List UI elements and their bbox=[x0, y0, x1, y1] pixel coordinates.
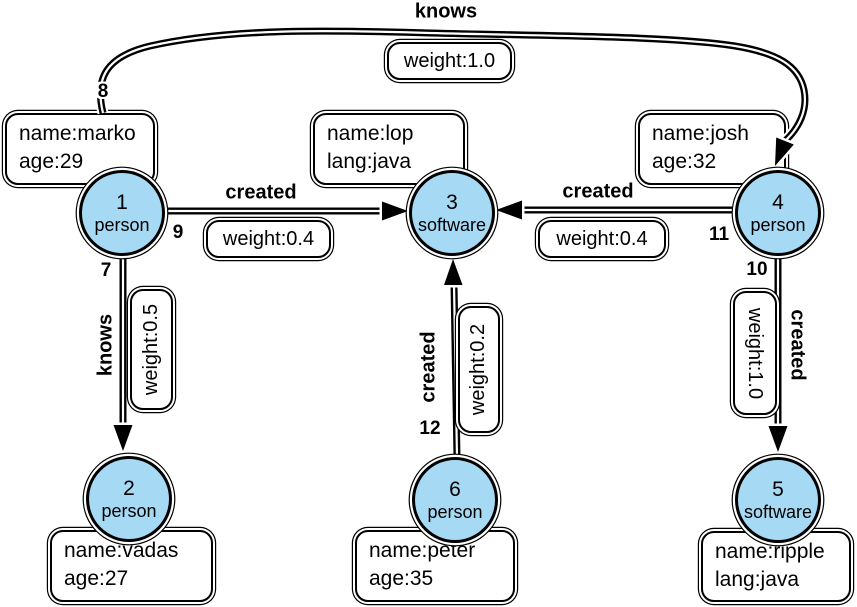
edge-12-weight-box: weight:0.2 bbox=[458, 306, 500, 433]
edge-11-created-line bbox=[488, 196, 737, 224]
node-5-id: 5 bbox=[772, 477, 784, 501]
node-3-type: software bbox=[417, 214, 487, 235]
edge-12-label: created bbox=[417, 331, 440, 403]
edge-12-arrowhead bbox=[440, 251, 467, 288]
node-4-circle: 4 person bbox=[735, 170, 821, 256]
edge-8-arrowhead bbox=[772, 133, 799, 173]
node-6-type: person bbox=[427, 501, 483, 522]
edge-9-id: 9 bbox=[172, 222, 184, 243]
edge-12-id: 12 bbox=[419, 418, 441, 439]
node-1-prop-name: name:marko bbox=[19, 122, 136, 145]
node-3-circle: 3 software bbox=[409, 170, 495, 256]
node-1-type: person bbox=[94, 214, 150, 235]
node-5-type: software bbox=[743, 501, 813, 522]
edge-7-weight-box: weight:0.5 bbox=[130, 289, 173, 410]
edge-7-arrowhead bbox=[109, 422, 137, 459]
node-1-properties-box: name:marko age:29 bbox=[5, 113, 155, 185]
edge-9-arrowhead bbox=[379, 197, 416, 225]
edge-9-created-line bbox=[158, 197, 416, 225]
node-6-properties-box: name:peter age:35 bbox=[355, 530, 515, 602]
node-4-prop-age: age:32 bbox=[652, 150, 717, 173]
node-3-prop-lang: lang:java bbox=[327, 150, 412, 173]
edge-12-created-line bbox=[440, 251, 467, 459]
edge-9-weight: weight:0.4 bbox=[222, 227, 315, 250]
edge-9-weight-box: weight:0.4 bbox=[206, 220, 331, 258]
edge-9-label: created bbox=[225, 181, 297, 204]
edge-8-knows-curve bbox=[94, 25, 811, 173]
node-5-circle: 5 software bbox=[735, 457, 821, 543]
edge-11-weight: weight:0.4 bbox=[556, 227, 648, 250]
node-2-type: person bbox=[101, 500, 157, 521]
node-3-id: 3 bbox=[446, 190, 458, 214]
node-5-prop-lang: lang:java bbox=[715, 568, 800, 591]
node-3-properties-box: name:lop lang:java bbox=[313, 113, 465, 185]
node-1-circle: 1 person bbox=[79, 170, 165, 256]
node-2-prop-name: name:vadas bbox=[64, 539, 179, 562]
edge-8-label: knows bbox=[414, 0, 478, 23]
node-4-type: person bbox=[750, 214, 806, 235]
edge-11-id: 11 bbox=[708, 224, 730, 245]
edge-10-weight-box: weight:1.0 bbox=[733, 291, 777, 415]
edge-7-id: 7 bbox=[100, 260, 112, 281]
edge-11-label: created bbox=[562, 180, 634, 203]
edge-10-label: created bbox=[786, 309, 809, 381]
node-6-prop-name: name:peter bbox=[369, 539, 476, 562]
edge-11-arrowhead bbox=[488, 196, 525, 224]
edge-8-weight-box: weight:1.0 bbox=[387, 42, 512, 80]
node-6-id: 6 bbox=[449, 477, 461, 501]
node-2-prop-age: age:27 bbox=[64, 567, 129, 590]
edge-7-label: knows bbox=[94, 313, 117, 377]
edge-11-weight-box: weight:0.4 bbox=[538, 220, 666, 258]
edge-7-weight: weight:0.5 bbox=[140, 303, 163, 396]
node-1-id: 1 bbox=[116, 190, 128, 214]
node-1-prop-age: age:29 bbox=[19, 150, 84, 173]
node-6-prop-age: age:35 bbox=[369, 567, 434, 590]
node-5-prop-name: name:ripple bbox=[715, 540, 825, 563]
edge-10-weight: weight:1.0 bbox=[744, 307, 767, 399]
edge-8-weight: weight:1.0 bbox=[403, 49, 496, 72]
node-4-prop-name: name:josh bbox=[652, 122, 749, 145]
edge-10-id: 10 bbox=[746, 259, 768, 280]
edge-12-weight: weight:0.2 bbox=[467, 323, 490, 416]
node-3-prop-name: name:lop bbox=[327, 122, 414, 145]
edge-7-knows-line bbox=[109, 251, 137, 459]
node-2-circle: 2 person bbox=[86, 456, 172, 542]
edge-10-arrowhead bbox=[764, 423, 792, 460]
edge-8-id: 8 bbox=[97, 81, 109, 102]
edge-10-created-line bbox=[764, 253, 792, 460]
node-4-id: 4 bbox=[772, 190, 784, 214]
node-2-id: 2 bbox=[123, 476, 135, 500]
node-6-circle: 6 person bbox=[412, 457, 498, 543]
